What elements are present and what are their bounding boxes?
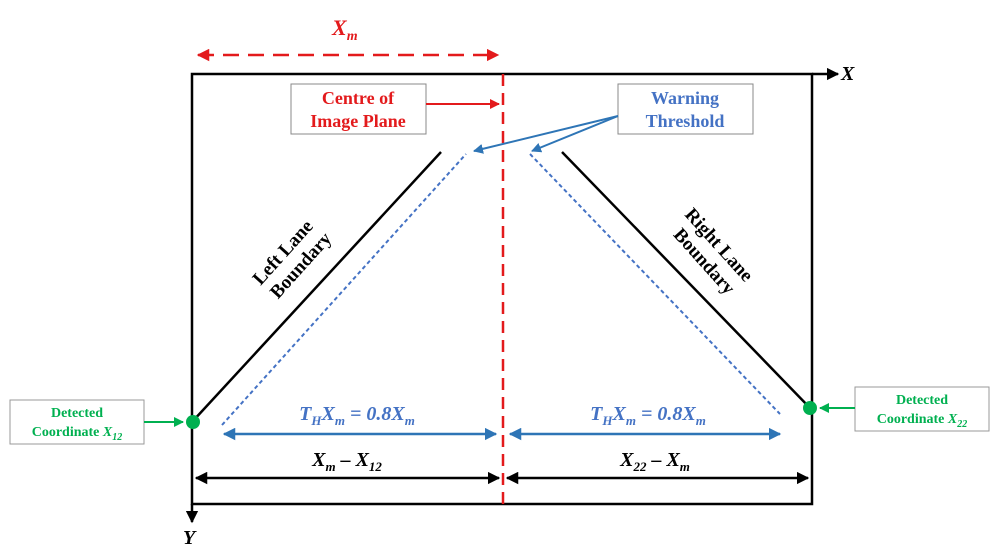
warning-pointer-right [531, 115, 619, 153]
left-threshold-label: THXm = 0.8Xm [299, 403, 415, 428]
right-detected-point [803, 401, 817, 415]
left-detected-line2: Coordinate X12 [32, 425, 123, 443]
warning-label-box [617, 83, 754, 135]
right-threshold-label: THXm = 0.8Xm [590, 403, 706, 428]
warning-pointer-left [473, 115, 619, 154]
right-detected-box [854, 386, 990, 432]
left-lane-label: Left Lane Boundary [249, 213, 337, 305]
left-detected-line1: Detected [51, 406, 103, 421]
y-axis-label: Y [183, 527, 197, 549]
x-axis-label: X [840, 63, 855, 85]
left-lane-line [191, 151, 442, 423]
left-detected-box [9, 399, 145, 445]
right-distance-label: X22 – Xm [619, 449, 690, 474]
right-lane-label: Right Lane Boundary [664, 204, 760, 304]
xm-span-label: Xm [331, 15, 358, 44]
left-threshold-line [221, 153, 467, 426]
left-distance-label: Xm – X12 [311, 449, 382, 474]
right-detected-line2: Coordinate X22 [877, 412, 968, 430]
right-lane-line [561, 151, 811, 409]
right-detected-line1: Detected [896, 393, 948, 408]
centre-label-line1: Centre of [322, 88, 395, 108]
left-detected-point [186, 415, 200, 429]
centre-label-box [290, 83, 427, 135]
warning-label-line2: Threshold [646, 111, 725, 131]
warning-label-line1: Warning [651, 88, 719, 108]
centre-label-line2: Image Plane [310, 111, 405, 131]
